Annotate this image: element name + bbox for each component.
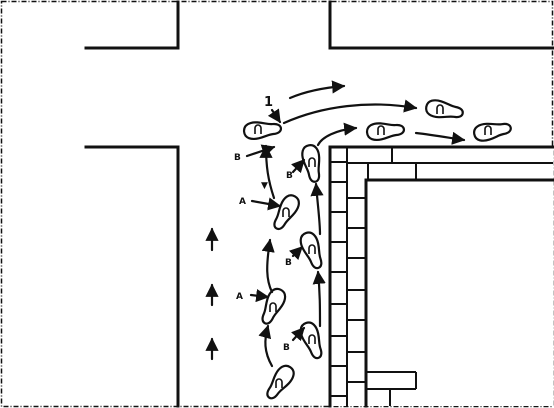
footprint: [299, 142, 325, 185]
brick-wall: [328, 145, 554, 408]
label-b-lower: B: [283, 343, 290, 353]
label-b-upper: B: [286, 171, 293, 181]
street-outline: [84, 0, 554, 408]
step-number-label: 1: [264, 95, 273, 110]
footprint: [471, 118, 514, 144]
footprint-marks: [254, 104, 492, 388]
label-b-top: B: [234, 153, 241, 163]
footprint: [365, 120, 406, 142]
label-a-lower: A: [236, 292, 243, 302]
footprint: [261, 361, 299, 404]
pointer-arrows: [245, 108, 306, 342]
movement-arrows: [258, 80, 466, 368]
footprint: [423, 97, 466, 123]
delta-mark: ▼: [261, 181, 268, 191]
footprint: [242, 119, 283, 141]
label-b-middle: B: [285, 258, 292, 268]
label-a-upper: A: [239, 197, 246, 207]
footprint: [296, 319, 328, 362]
footprint: [296, 229, 328, 272]
